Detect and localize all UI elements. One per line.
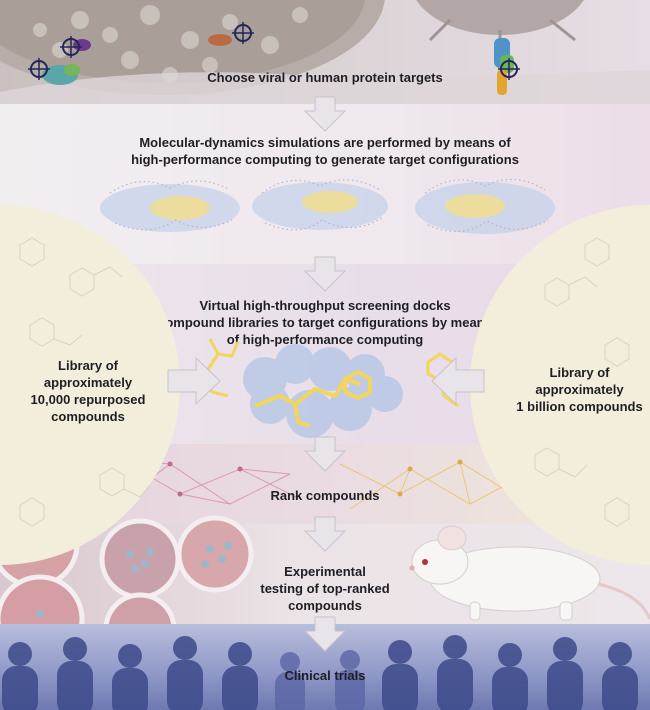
step-vhts-line1: Virtual high-throughput screening docks xyxy=(199,298,451,313)
step-exp-line3: compounds xyxy=(288,598,362,613)
library-left-line3: 10,000 repurposed xyxy=(30,392,146,407)
crowd-silhouettes xyxy=(2,635,638,710)
target-configurations xyxy=(100,178,555,234)
virus-illustration xyxy=(0,0,650,104)
library-left-line2: approximately xyxy=(43,375,133,390)
library-left-line1: Library of xyxy=(58,358,118,373)
band-clinical-trials: Clinical trials xyxy=(0,624,650,710)
down-arrow-3 xyxy=(303,436,347,472)
step-clinical-trials: Clinical trials xyxy=(284,668,366,683)
target-crosshair-icon xyxy=(28,58,50,80)
right-arrow-from-left-library xyxy=(167,356,221,406)
target-crosshair-icon xyxy=(498,58,520,80)
petri-dish-3 xyxy=(176,515,254,593)
library-right-line1: Library of xyxy=(549,365,610,380)
library-right-label: Library of approximately 1 billion compo… xyxy=(512,364,647,415)
step-vhts-line2: compound libraries to target configurati… xyxy=(158,315,492,330)
step-vhts-line3: of high-performance computing xyxy=(226,332,424,347)
down-arrow-1 xyxy=(303,96,347,132)
protein-configuration-3 xyxy=(415,178,555,234)
library-right-disc xyxy=(470,205,650,565)
protein-configuration-2 xyxy=(252,179,388,231)
step-choose-targets: Choose viral or human protein targets xyxy=(207,70,443,85)
library-left-line4: compounds xyxy=(51,409,125,424)
step-md-line2: high-performance computing to generate t… xyxy=(131,152,519,167)
step-exp-line1: Experimental xyxy=(284,564,366,579)
step-exp-line2: testing of top-ranked xyxy=(260,581,390,596)
lab-mouse xyxy=(409,525,650,621)
target-crosshair-icon xyxy=(232,22,254,44)
down-arrow-2 xyxy=(303,256,347,292)
down-arrow-5 xyxy=(303,616,347,652)
band-protein-targets: Choose viral or human protein targets xyxy=(0,0,650,104)
docking-illustration xyxy=(203,338,459,438)
left-arrow-from-right-library xyxy=(431,356,485,406)
target-crosshair-icon xyxy=(60,36,82,58)
step-md-line1: Molecular-dynamics simulations are perfo… xyxy=(139,135,511,150)
library-right-line2: approximately xyxy=(535,382,624,397)
down-arrow-4 xyxy=(303,516,347,552)
protein-configuration-1 xyxy=(100,180,240,232)
step-rank-compounds: Rank compounds xyxy=(270,488,380,503)
library-right-line3: 1 billion compounds xyxy=(516,399,643,414)
petri-dishes xyxy=(0,499,650,666)
library-left-disc xyxy=(0,205,180,565)
library-left-label: Library of approximately 10,000 repurpos… xyxy=(18,357,158,425)
docked-ligand xyxy=(254,370,372,428)
